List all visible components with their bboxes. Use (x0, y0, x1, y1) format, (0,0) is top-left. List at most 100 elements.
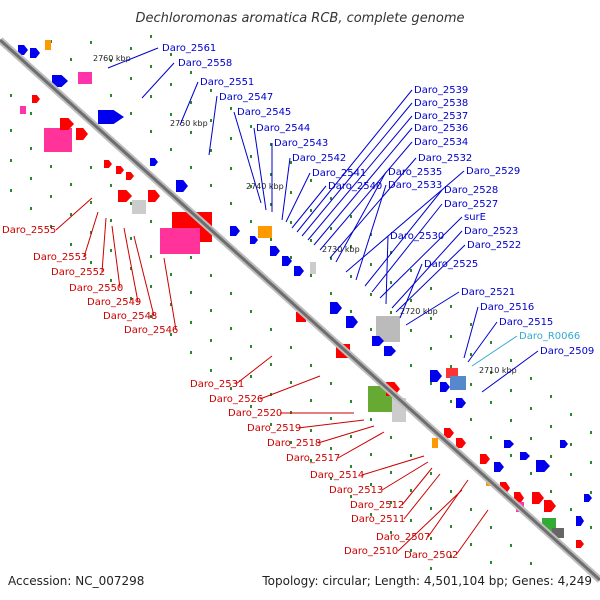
gene-label-forward[interactable]: Daro_2541 (312, 168, 366, 179)
gene-label-reverse[interactable]: Daro_2514 (310, 470, 364, 481)
gene-glyph (456, 398, 466, 408)
tick-dot (210, 184, 212, 187)
gene-label-forward[interactable]: Daro_2522 (467, 240, 521, 251)
gene-label-forward[interactable]: Daro_2544 (256, 123, 310, 134)
gene-label-forward[interactable]: Daro_2558 (178, 58, 232, 69)
tick-dot (370, 483, 372, 486)
tick-dot (550, 455, 552, 458)
tick-dot (310, 179, 312, 182)
tick-dot (490, 561, 492, 564)
gene-label-forward[interactable]: Daro_2540 (328, 181, 382, 192)
tick-dot (510, 419, 512, 422)
gene-label-reverse[interactable]: Daro_2507 (376, 532, 430, 543)
tick-dot (250, 310, 252, 313)
gene-label-forward[interactable]: Daro_2509 (540, 346, 594, 357)
tick-dot (130, 267, 132, 270)
gene-label-rna[interactable]: Daro_R0066 (519, 331, 580, 342)
gene-label-forward[interactable]: Daro_2534 (414, 137, 468, 148)
gene-label-forward[interactable]: Daro_2542 (292, 153, 346, 164)
gene-label-reverse[interactable]: Daro_2519 (247, 423, 301, 434)
gene-label-forward[interactable]: Daro_2536 (414, 123, 468, 134)
tick-dot (330, 197, 332, 200)
tick-dot (390, 501, 392, 504)
tick-dot (70, 58, 72, 61)
gene-label-forward[interactable]: surE (464, 212, 486, 223)
tick-dot (110, 249, 112, 252)
gene-label-reverse[interactable]: Daro_2553 (33, 252, 87, 263)
tick-dot (250, 345, 252, 348)
gene-glyph (494, 462, 504, 472)
tick-dot (390, 471, 392, 474)
gene-glyph (282, 256, 292, 266)
gene-label-forward[interactable]: Daro_2525 (424, 259, 478, 270)
gene-label-reverse[interactable]: Daro_2549 (87, 297, 141, 308)
gene-label-reverse[interactable]: Daro_2511 (351, 514, 405, 525)
gene-label-forward[interactable]: Daro_2515 (499, 317, 553, 328)
gene-label-reverse[interactable]: Daro_2555 (2, 225, 56, 236)
tick-dot (470, 353, 472, 356)
tick-dot (530, 472, 532, 475)
gene-glyph (450, 376, 466, 390)
tick-dot (70, 183, 72, 186)
tick-dot (210, 309, 212, 312)
gene-label-reverse[interactable]: Daro_2546 (124, 325, 178, 336)
gene-label-forward[interactable]: Daro_2551 (200, 77, 254, 88)
tick-dot (230, 137, 232, 140)
gene-glyph (270, 246, 280, 256)
tick-dot (430, 507, 432, 510)
tick-dot (50, 225, 52, 228)
gene-label-forward[interactable]: Daro_2538 (414, 98, 468, 109)
gene-glyph (330, 302, 342, 314)
gene-label-reverse[interactable]: Daro_2513 (329, 485, 383, 496)
tick-dot (290, 221, 292, 224)
gene-label-reverse[interactable]: Daro_2518 (267, 438, 321, 449)
gene-label-reverse[interactable]: Daro_2510 (344, 546, 398, 557)
gene-label-forward[interactable]: Daro_2523 (464, 226, 518, 237)
tick-dot (210, 339, 212, 342)
gene-glyph (176, 180, 188, 192)
tick-dot (270, 203, 272, 206)
gene-label-forward[interactable]: Daro_2516 (480, 302, 534, 313)
gene-label-forward[interactable]: Daro_2521 (461, 287, 515, 298)
tick-dot (590, 461, 592, 464)
gene-label-reverse[interactable]: Daro_2520 (228, 408, 282, 419)
gene-label-reverse[interactable]: Daro_2552 (51, 267, 105, 278)
gene-label-forward[interactable]: Daro_2545 (237, 107, 291, 118)
gene-label-forward[interactable]: Daro_2530 (390, 231, 444, 242)
gene-label-reverse[interactable]: Daro_2502 (404, 550, 458, 561)
tick-dot (130, 237, 132, 240)
gene-label-forward[interactable]: Daro_2543 (274, 138, 328, 149)
tick-dot (130, 77, 132, 80)
gene-label-forward[interactable]: Daro_2535 (388, 167, 442, 178)
gene-label-forward[interactable]: Daro_2528 (444, 185, 498, 196)
tick-dot (150, 95, 152, 98)
tick-dot (530, 407, 532, 410)
gene-label-forward[interactable]: Daro_2529 (466, 166, 520, 177)
gene-label-forward[interactable]: Daro_2547 (219, 92, 273, 103)
tick-dot (330, 447, 332, 450)
tick-dot (370, 293, 372, 296)
gene-label-reverse[interactable]: Daro_2548 (103, 311, 157, 322)
gene-label-reverse[interactable]: Daro_2512 (350, 500, 404, 511)
gene-label-forward[interactable]: Daro_2539 (414, 85, 468, 96)
gene-glyph (294, 266, 304, 276)
gene-label-reverse[interactable]: Daro_2550 (69, 283, 123, 294)
tick-dot (410, 489, 412, 492)
tick-dot (510, 359, 512, 362)
gene-label-reverse[interactable]: Daro_2517 (286, 453, 340, 464)
gene-label-forward[interactable]: Daro_2527 (444, 199, 498, 210)
gene-label-reverse[interactable]: Daro_2531 (190, 379, 244, 390)
gene-label-reverse[interactable]: Daro_2526 (209, 394, 263, 405)
tick-dot (350, 245, 352, 248)
gene-label-forward[interactable]: Daro_2537 (414, 111, 468, 122)
gene-label-forward[interactable]: Daro_2533 (388, 180, 442, 191)
tick-dot (70, 243, 72, 246)
gene-label-forward[interactable]: Daro_2561 (162, 43, 216, 54)
gene-label-forward[interactable]: Daro_2532 (418, 153, 472, 164)
tick-dot (210, 149, 212, 152)
tick-dot (130, 47, 132, 50)
tick-dot (230, 387, 232, 390)
tick-dot (110, 279, 112, 282)
tick-dot (290, 381, 292, 384)
